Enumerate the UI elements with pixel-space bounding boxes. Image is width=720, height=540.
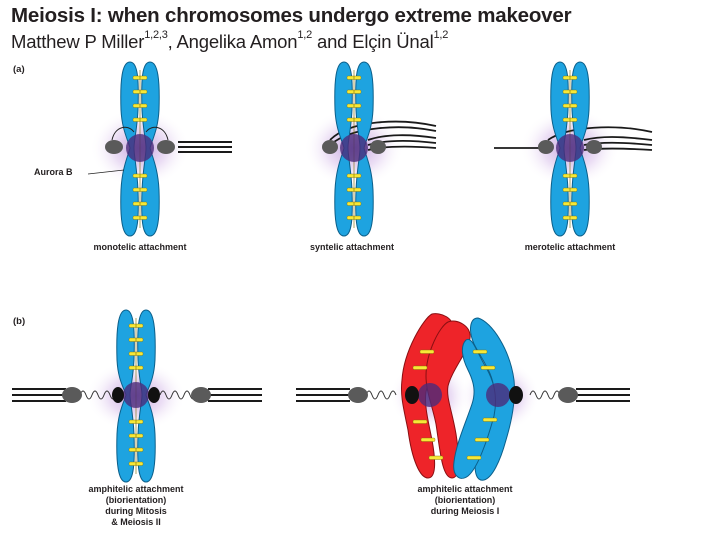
caption-amphitelic-mitosis: amphitelic attachment (biorientation) du… (56, 484, 216, 528)
syntelic-diagram (304, 62, 436, 236)
caption-line: & Meiosis II (56, 517, 216, 528)
centromere (418, 383, 442, 407)
centromere (486, 383, 510, 407)
kinetochore-core (405, 386, 419, 404)
aurora-b-label: Aurora B (34, 167, 73, 177)
caption-line: amphitelic attachment (385, 484, 545, 495)
caption-line: amphitelic attachment (56, 484, 216, 495)
kinetochore (191, 387, 211, 403)
kinetochore (586, 140, 602, 154)
caption-amphitelic-meiosis: amphitelic attachment (biorientation) du… (385, 484, 545, 517)
kinetochore (538, 140, 554, 154)
kinetochore-core (112, 387, 124, 403)
amphitelic-meiosis-diagram (296, 314, 630, 481)
merotelic-diagram (494, 62, 652, 236)
caption-merotelic: merotelic attachment (490, 242, 650, 253)
kinetochore (370, 140, 386, 154)
caption-line: syntelic attachment (272, 242, 432, 253)
centromere (340, 134, 368, 162)
kinetochore-core (148, 387, 160, 403)
kinetochore (348, 387, 368, 403)
caption-line: during Meiosis I (385, 506, 545, 517)
caption-syntelic: syntelic attachment (272, 242, 432, 253)
kinetochore (157, 140, 175, 154)
amphitelic-mitosis-diagram (12, 310, 262, 482)
kinetochore-core (509, 386, 523, 404)
caption-line: monotelic attachment (60, 242, 220, 253)
kinetochore (322, 140, 338, 154)
kinetochore (105, 140, 123, 154)
caption-line: (biorientation) (385, 495, 545, 506)
centromere (123, 382, 149, 408)
centromere (126, 134, 154, 162)
centromere (556, 134, 584, 162)
kinetochore (62, 387, 82, 403)
caption-line: during Mitosis (56, 506, 216, 517)
caption-monotelic: monotelic attachment (60, 242, 220, 253)
monotelic-diagram (88, 62, 232, 236)
caption-line: (biorientation) (56, 495, 216, 506)
caption-line: merotelic attachment (490, 242, 650, 253)
kinetochore (558, 387, 578, 403)
